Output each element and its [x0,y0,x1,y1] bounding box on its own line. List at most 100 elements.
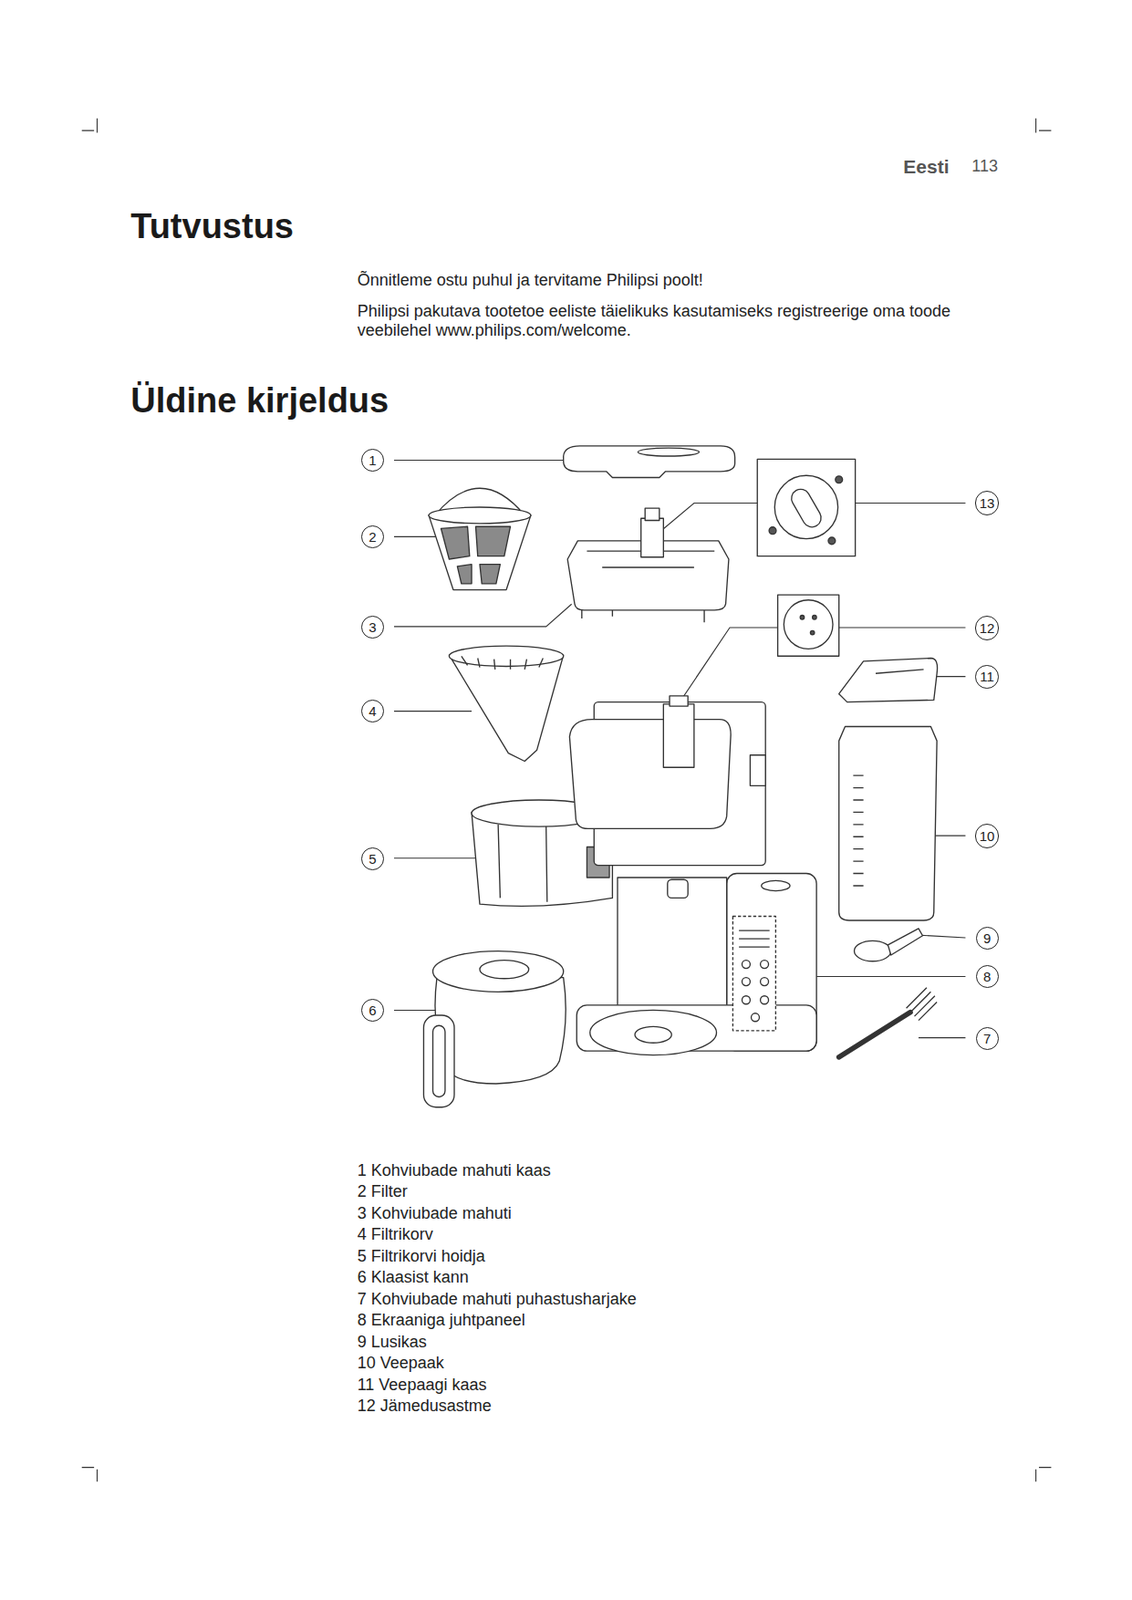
coffee-maker-drawing-part [448,654,563,761]
callout-text: 12 [979,621,996,635]
coffee-maker-drawing-part [479,960,530,979]
callout-number: 8 [976,965,999,988]
callout-text: 6 [368,1003,376,1018]
coffee-maker-drawing-part [839,658,938,703]
callout-text: 13 [979,496,996,510]
parts-list-item: 8 Ekraaniga juhtpaneel [357,1310,526,1331]
section-heading: Tutvustus [130,206,294,249]
coffee-maker-drawing-part [590,1009,717,1055]
leader-lines-part [918,1037,966,1039]
callout-text: 9 [983,931,991,946]
coffee-maker-drawing-part [581,610,705,623]
callout-text: 3 [368,620,376,634]
coffee-maker-drawing-part [760,996,769,1005]
callout-number: 2 [361,525,385,549]
coffee-maker-drawing-part [761,880,790,891]
coffee-maker-drawing-part [461,655,543,670]
crop-marks-part [82,118,1052,1482]
callout-text: 1 [368,453,376,468]
parts-list-item: 12 Jämedusastme [357,1396,492,1417]
parts-list-item: 1 Kohviubade mahuti kaas [357,1161,551,1182]
parts-list-item: 4 Filtrikorv [357,1225,434,1246]
callout-number: 12 [975,615,1000,641]
section-heading: Üldine kirjeldus [130,380,389,423]
coffee-maker-drawing-part [641,518,665,558]
crop-marks [82,118,1052,1482]
coffee-maker-drawing-part [757,458,855,556]
coffee-maker-drawing-part [563,446,736,478]
callout-number: 9 [976,926,999,950]
coffee-maker-drawing-part [774,475,838,539]
coffee-maker-drawing-part [738,930,770,947]
coffee-maker-drawing-part [569,719,731,830]
callout-number: 11 [975,664,999,689]
parts-list-item: 5 Filtrikorvi hoidja [357,1246,486,1268]
callout-text: 11 [979,669,995,684]
parts-list-item: 3 Kohviubade mahuti [357,1204,512,1225]
coffee-maker-drawing-part [749,755,766,787]
coffee-maker-drawing-part [634,1026,672,1043]
leader-lines-part [394,459,565,461]
parts-list-item: 11 Veepaagi kaas [357,1375,488,1396]
callout-number: 13 [975,490,1000,516]
coffee-maker-drawing-part [839,1012,911,1058]
parts-list-item: 2 Filter [357,1182,408,1203]
coffee-maker-drawing-part [741,960,750,969]
coffee-maker-drawing-part [828,537,836,545]
coffee-maker-drawing-part [428,515,531,591]
coffee-maker-drawing-part [644,508,660,520]
leader-lines-part [394,603,572,627]
coffee-maker-drawing-part [906,987,938,1021]
coffee-maker-drawing-part [812,615,817,620]
leader-lines-part [394,536,441,538]
callout-text: 2 [368,529,376,544]
leader-lines-part [394,1009,441,1011]
coffee-maker-drawing-part [875,669,925,674]
coffee-maker-drawing-part [667,879,688,898]
coffee-maker-drawing-part [768,527,777,535]
callout-number: 5 [361,847,385,871]
coffee-maker-drawing-part [669,695,688,707]
coffee-maker-drawing-part [433,951,564,993]
parts-list-item: 9 Lusikas [357,1332,427,1353]
callout-number: 6 [361,998,385,1022]
callout-text: 8 [983,969,991,984]
coffee-maker-drawing [423,446,937,1108]
coffee-maker-drawing-part [778,594,840,656]
page-number: 113 [971,156,998,177]
coffee-maker-drawing-part [440,526,510,584]
coffee-maker-drawing-part [799,615,804,620]
leader-lines-part [394,710,472,712]
coffee-maker-drawing-part [783,600,833,650]
coffee-maker-drawing-part [854,940,892,961]
body-text: Philipsi pakutava tootetoe eeliste täiel… [357,301,969,342]
coffee-maker-drawing-part [428,507,531,524]
coffee-maker-drawing-part [732,916,776,1031]
coffee-maker-drawing-part [741,977,750,987]
coffee-maker-drawing-part [751,1013,760,1022]
callout-number: 7 [976,1027,999,1050]
coffee-maker-drawing-part [852,775,863,886]
coffee-maker-drawing-part [835,476,843,484]
coffee-maker-drawing-part [839,726,937,921]
callout-number: 3 [361,615,385,639]
coffee-maker-drawing-part [887,928,923,956]
coffee-maker-drawing-part [637,447,699,457]
parts-list-item: 7 Kohviubade mahuti puhastusharjake [357,1289,637,1310]
coffee-maker-drawing-part [498,824,548,903]
coffee-maker-drawing-part [810,630,814,634]
callout-number: 1 [361,448,385,472]
coffee-maker-drawing-part [760,977,769,987]
coffee-maker-drawing-part [741,996,750,1005]
coffee-maker-drawing-part [663,704,695,768]
parts-list-item: 10 Veepaak [357,1353,445,1374]
callout-text: 10 [979,829,996,843]
language-tab: Eesti [903,155,949,178]
leader-lines [394,459,966,1038]
callout-number: 4 [361,699,385,723]
callout-number: 10 [975,823,1000,849]
callout-text: 5 [368,851,376,866]
coffee-maker-drawing-part [423,1015,455,1108]
parts-list-item: 6 Klaasist kann [357,1267,469,1288]
coffee-maker-drawing-part [617,877,727,1010]
